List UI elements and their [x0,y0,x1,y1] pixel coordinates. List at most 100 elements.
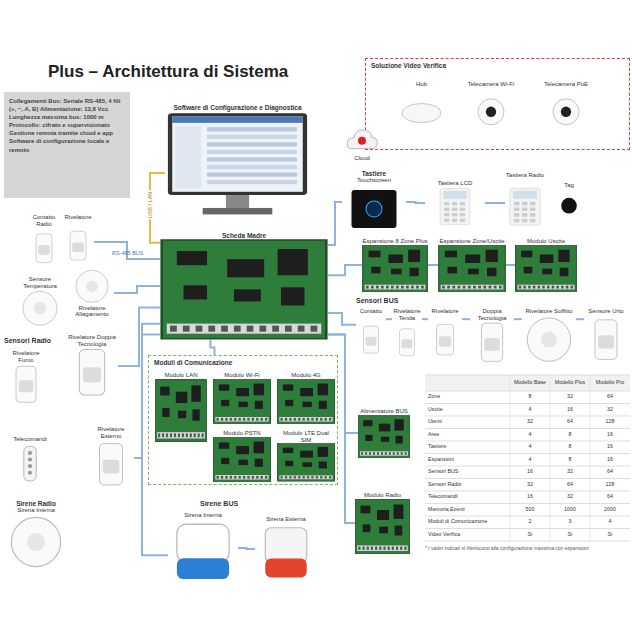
table-cell: 8 [550,429,590,442]
notes-box: Collegamenti Bus: Seriale RS-485, 4 fili… [4,92,130,198]
terminal [316,418,318,421]
terminal [400,546,402,549]
terminal [289,418,291,421]
keypad-key [460,213,465,217]
terminal [221,418,223,421]
round-icon [6,514,66,570]
table-rule [425,453,630,454]
chip [177,251,207,265]
terminal-strip [441,284,504,289]
terminal [320,418,322,421]
node-label: Soluzione Video Verifica [371,62,624,69]
terminal-strip [215,417,268,422]
remote-button [28,464,32,468]
bus-sensor: Doppia Tecnologia [470,308,514,364]
table-rule [425,478,630,479]
table-cell: 64 [550,416,590,429]
radio-sensor: Rivelatore Esterno [88,426,134,490]
table-cell: Sì [510,529,550,542]
radio-sensor: Contatto Radio [28,214,60,270]
chip [176,391,187,402]
table-cell: Modello Plus [550,375,590,391]
bus-sensor: Contatto [356,308,386,364]
terminal [528,285,530,288]
keypad-key [444,218,449,222]
table-cell: Modello Base [510,375,550,391]
board-icon [277,379,335,424]
table-cell: 4 [590,516,630,529]
sensor-lens [439,336,451,346]
chip [255,400,263,408]
sensor-body [595,320,617,360]
terminal [178,433,180,437]
terminal [367,546,369,549]
chip [283,448,293,453]
chip [254,383,264,395]
table-cell: 16 [590,454,630,467]
pcb [162,240,327,339]
terminal [247,418,249,421]
bus-wire [328,335,355,523]
terminal [182,433,184,437]
terminal [376,285,379,288]
terminal [196,326,203,332]
terminal [358,546,360,549]
bus-wire [114,286,160,293]
terminal-strip [279,476,332,480]
cloud-icon [333,122,391,155]
terminal [406,285,409,288]
terminal [221,476,223,479]
round-body [11,517,60,566]
terminal [162,433,164,437]
expansion-board: Espansione Zone/Uscite [438,238,506,292]
table-cell: 2000 [590,504,630,517]
terminal [183,326,190,332]
terminal [298,477,300,479]
sensor-body [16,367,36,403]
chip [445,250,457,257]
node-label: Rivelatore [428,308,462,315]
table-cell: 4 [510,441,550,454]
node-label: Tastiere [342,170,406,177]
terminal [401,285,404,288]
terminal-strip [365,284,426,289]
node-label: Rivelatore Esterno [88,426,134,439]
keypad-white-icon [425,187,485,226]
terminal [561,285,563,288]
terminal [166,433,168,437]
round-body [23,292,57,326]
table-rule [425,516,630,517]
terminal [362,546,364,549]
chip [219,384,229,390]
node-label: Rivelatore Soffitto [522,308,576,315]
node-label: Sensore Urto [584,308,628,315]
sensor-icon [392,321,422,364]
sensor-body [36,234,52,263]
remote-icon [4,443,56,484]
terminal [198,433,200,437]
chip [303,401,312,406]
terminal [489,285,492,288]
terminal [325,477,327,479]
cam-icon [461,88,521,131]
keypad-device: Tastiera Radio [505,172,545,234]
table-rule [425,391,630,392]
node-label: Sirena Interna [168,512,238,519]
sensor-icon [470,321,514,364]
chip [318,447,328,457]
chip [319,462,327,469]
pcb [359,415,410,457]
sensor-body [100,444,123,485]
node-label: Rivelatore Doppia Tecnologia [66,334,118,347]
table-cell: Espansioni [425,454,510,467]
terminal [170,433,172,437]
chip [192,409,199,420]
bus-wire [485,202,505,204]
chip [239,401,248,406]
terminal [272,326,279,332]
round-center [34,303,46,315]
chip [234,290,261,302]
table-cell: 64 [590,491,630,504]
terminal [381,285,384,288]
radio-sensor: Rivelatore [62,214,94,270]
